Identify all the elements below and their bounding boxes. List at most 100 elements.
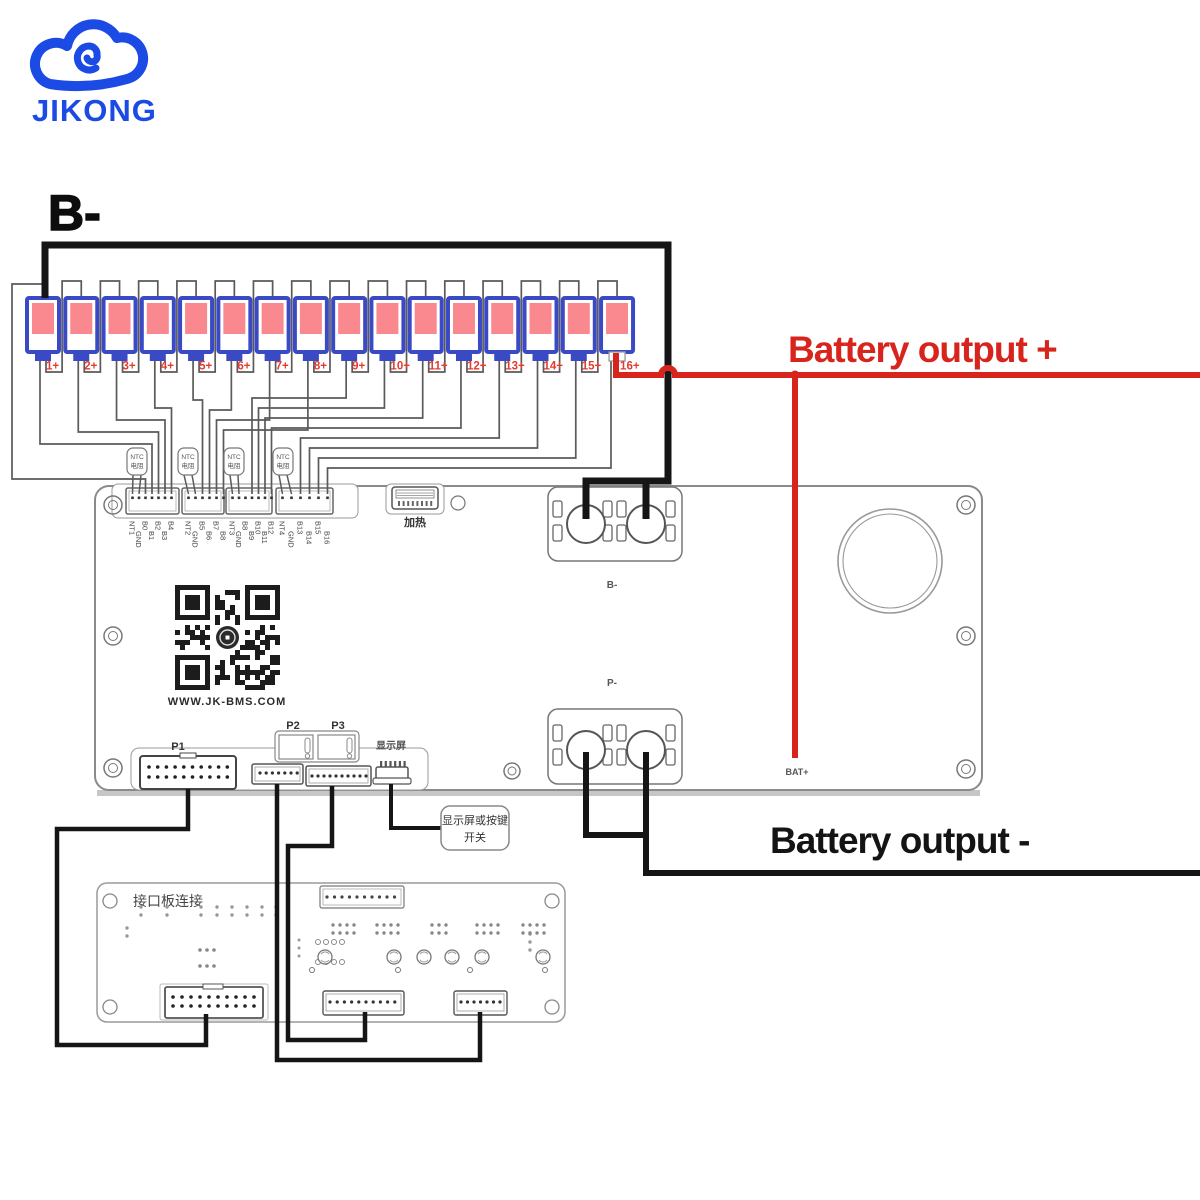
b-minus-terminal-block [547, 486, 683, 562]
pin-dot [535, 923, 539, 927]
pin-label: B7 [212, 521, 221, 530]
cell-label: 15+ [582, 361, 602, 373]
pin-dot [325, 895, 329, 899]
pin-label: B14 [305, 531, 314, 544]
pin-dot [475, 923, 479, 927]
series-link [45, 280, 83, 373]
series-link [351, 280, 389, 373]
pin-dot [528, 931, 532, 935]
pin-label: B2 [154, 521, 163, 530]
pin-dot [498, 1000, 502, 1004]
pin-label: GND [287, 531, 296, 548]
p3-label: P3 [331, 720, 344, 732]
cell-sense-wire [115, 361, 166, 494]
connector-pin [187, 496, 190, 500]
pin-dot [225, 1004, 229, 1008]
battery-cell: 8+ [292, 296, 329, 373]
qr-module [275, 635, 280, 640]
qr-module [215, 620, 220, 625]
pin-dot [173, 765, 177, 769]
qr-module [220, 660, 225, 665]
connector-pin [317, 496, 320, 500]
connector-pin [194, 496, 197, 500]
pad [260, 905, 264, 909]
pin-dot [364, 1000, 368, 1004]
qr-module [220, 605, 225, 610]
connector-pin [244, 496, 247, 500]
qr-module [215, 595, 220, 600]
pin-dot [542, 923, 546, 927]
series-link [427, 280, 465, 373]
pin-dot [155, 765, 160, 769]
pin-dot [277, 771, 281, 775]
cell-tab [35, 352, 51, 361]
balance-connector [275, 487, 334, 515]
b-minus-wire [41, 241, 672, 519]
pin-dot [334, 774, 338, 778]
pad [230, 905, 234, 909]
interface-board: 接口板连接 [96, 882, 566, 1023]
pad [528, 948, 532, 952]
connector-pin [299, 496, 302, 500]
pin-label: B15 [314, 521, 323, 534]
pin-dot [491, 1000, 496, 1004]
pad [528, 940, 532, 944]
pin-dot [173, 775, 177, 779]
rs485-cable [285, 786, 368, 1043]
pad [139, 905, 143, 909]
cell-label: 1+ [46, 361, 59, 373]
qr-module [260, 625, 265, 630]
pin-dot [350, 1000, 354, 1004]
qr-module [260, 665, 265, 670]
pin [398, 761, 401, 768]
website-label: WWW.JK-BMS.COM [168, 696, 286, 708]
cell-fill [70, 303, 93, 334]
qr-module [255, 655, 260, 660]
cell-label: 3+ [123, 361, 136, 373]
qr-module [235, 655, 240, 660]
pin-dot [207, 995, 211, 999]
b0-sense-wire [11, 283, 147, 494]
qr-module [255, 635, 260, 640]
qr-module [260, 630, 265, 635]
connector-pin [231, 496, 234, 500]
qr-module [270, 660, 275, 665]
qr-module [265, 675, 270, 680]
battery-cell: 11+ [407, 296, 448, 373]
cell-label: 13+ [505, 361, 525, 373]
qr-module [240, 680, 245, 685]
connector-pin [170, 496, 173, 500]
cell-label: 9+ [352, 361, 365, 373]
ntc-box [126, 447, 148, 476]
qr-module [175, 630, 180, 635]
pin-dot [345, 923, 349, 927]
cell-label: 12+ [467, 361, 487, 373]
qr-finder [185, 665, 200, 680]
series-link [466, 280, 504, 373]
pad [139, 913, 143, 917]
pin-label: B10 [254, 521, 263, 534]
qr-module [235, 615, 240, 620]
qr-module [205, 635, 210, 640]
qr-module [265, 680, 270, 685]
pin-label: B16 [323, 531, 332, 544]
cell-fill [606, 303, 629, 334]
qr-module [260, 685, 265, 690]
pin-dot [310, 774, 314, 778]
pin-dot [377, 895, 382, 899]
connector-shell [225, 487, 273, 515]
battery-output-positive-label: Battery output + [788, 329, 1057, 370]
connector-pin [144, 496, 147, 500]
if-idc-connector [159, 983, 269, 1021]
pin-dot [216, 765, 221, 769]
connector-pin [270, 496, 273, 500]
qr-module [245, 685, 250, 690]
pin-dot [335, 1000, 339, 1004]
pad [331, 959, 337, 965]
pin-label: NT1 [128, 521, 137, 535]
pin-dot [528, 923, 532, 927]
battery-cells: 1+2+3+4+5+6+7+8+9+10+11+12+13+14+15+16+ [25, 296, 640, 373]
qr-module [235, 590, 240, 595]
series-link [313, 280, 351, 373]
